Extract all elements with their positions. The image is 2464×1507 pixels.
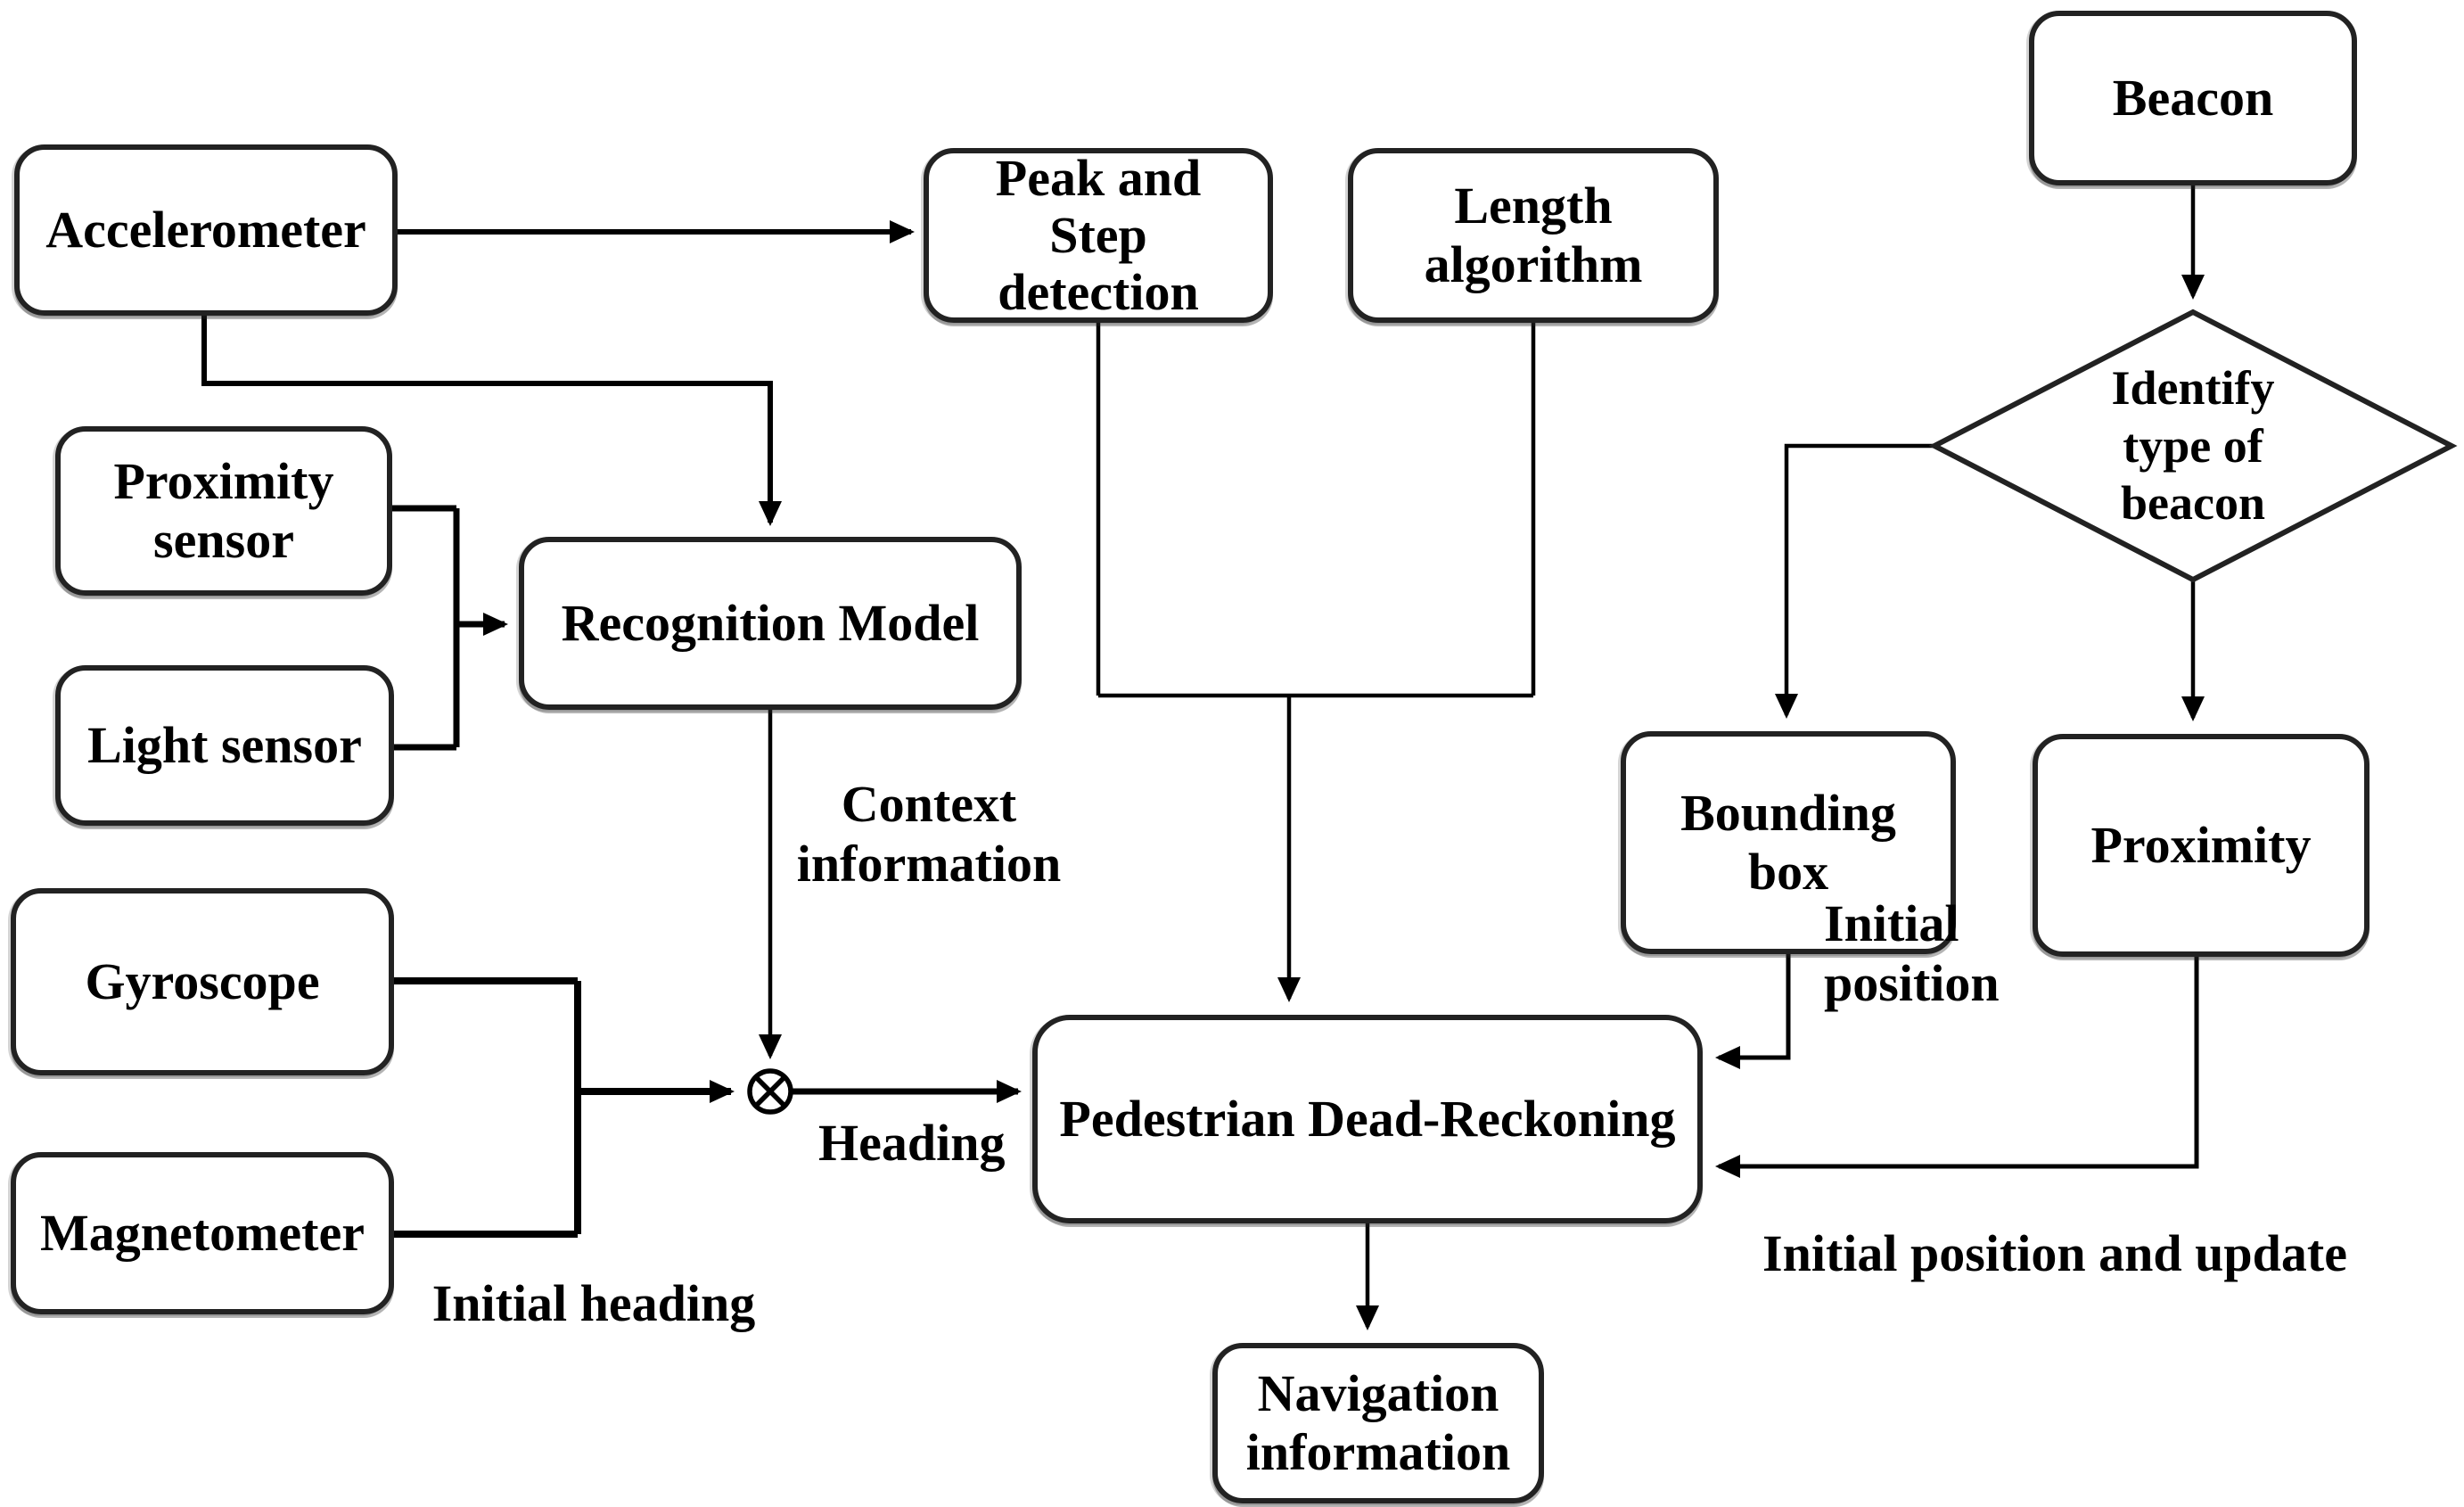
node-gyroscope: Gyroscope [11, 888, 394, 1075]
edge-proximity-pdr [1715, 957, 2199, 1178]
edge-label-context-information: Context information [796, 775, 1062, 893]
node-pedestrian-dead-reckoning-label: Pedestrian Dead-Reckoning [1059, 1089, 1676, 1148]
node-recognition-model: Recognition Model [519, 537, 1022, 710]
node-light-sensor-label: Light sensor [87, 715, 362, 774]
node-pedestrian-dead-reckoning: Pedestrian Dead-Reckoning [1032, 1015, 1703, 1223]
node-length-algorithm-label: Length algorithm [1424, 176, 1643, 293]
node-proximity-sensor: Proximity sensor [55, 426, 392, 596]
edge-label-initial-position-and-update: Initial position and update [1762, 1224, 2347, 1282]
edge-step-length-merge [1096, 319, 1536, 698]
node-beacon-label: Beacon [2112, 68, 2274, 127]
node-navigation-information-label: Navigation information [1245, 1363, 1511, 1481]
node-gyroscope-label: Gyroscope [85, 951, 320, 1010]
edge-label-initial-position: Initial position [1824, 894, 2000, 1013]
node-navigation-information: Navigation information [1212, 1343, 1544, 1503]
decision-diamond-shape [1928, 309, 2458, 583]
node-identify-type-of-beacon: Identify type of beacon [2033, 330, 2353, 562]
edge-sensors-merge [392, 505, 460, 751]
node-bounding-box: Bounding box [1621, 731, 1956, 954]
node-recognition-model-label: Recognition Model [561, 593, 980, 652]
node-proximity-sensor-label: Proximity sensor [113, 451, 334, 569]
edge-gyro-mag-merge [394, 977, 581, 1238]
node-beacon: Beacon [2029, 11, 2357, 185]
node-accelerometer: Accelerometer [14, 144, 398, 316]
edge-diamond-boundingbox [1775, 443, 1934, 719]
node-proximity: Proximity [2033, 734, 2370, 957]
node-peak-step-detection: Peak and Step detection [924, 148, 1273, 323]
node-peak-step-detection-label: Peak and Step detection [995, 149, 1202, 321]
node-magnetometer-label: Magnetometer [40, 1203, 365, 1262]
node-proximity-label: Proximity [2090, 815, 2312, 874]
node-accelerometer-label: Accelerometer [45, 200, 366, 259]
edge-label-heading: Heading [818, 1114, 1006, 1172]
node-length-algorithm: Length algorithm [1348, 148, 1719, 323]
node-magnetometer: Magnetometer [11, 1152, 394, 1314]
edge-accelerometer-recognition [201, 316, 782, 526]
node-bounding-box-label: Bounding box [1680, 783, 1896, 901]
fusion-junction-icon [747, 1068, 793, 1115]
node-identify-type-of-beacon-label: Identify type of beacon [2111, 360, 2275, 531]
edge-label-initial-heading: Initial heading [431, 1274, 756, 1332]
node-light-sensor: Light sensor [55, 665, 394, 826]
edge-boundingbox-pdr [1715, 954, 1791, 1069]
